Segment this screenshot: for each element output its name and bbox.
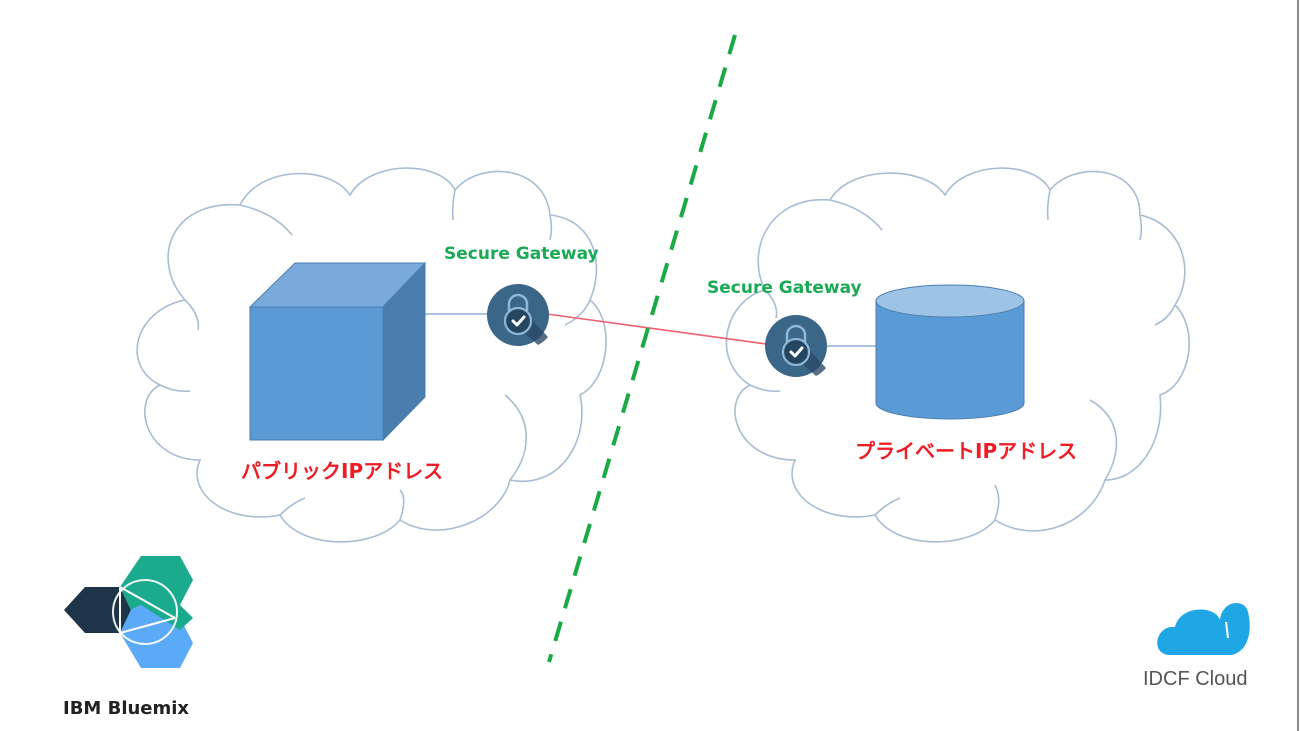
left-gateway-label: Secure Gateway (444, 244, 599, 264)
ibm-bluemix-logo-icon (64, 556, 193, 668)
idcf-cloud-label: IDCF Cloud (1143, 668, 1248, 690)
public-ip-label: パブリックIPアドレス (241, 459, 444, 483)
cube-server-icon (248, 261, 427, 442)
slide-right-border (1297, 0, 1299, 731)
secure-tunnel-line (546, 313, 767, 345)
right-gateway-label: Secure Gateway (707, 278, 862, 298)
private-ip-label: プライベートIPアドレス (855, 439, 1078, 463)
left-gateway-lock-icon[interactable] (487, 284, 549, 346)
database-cylinder-icon (875, 284, 1025, 420)
ibm-bluemix-label: IBM Bluemix (63, 698, 190, 719)
right-gateway-lock-icon[interactable] (765, 315, 827, 377)
network-boundary-divider (547, 34, 737, 663)
idcf-cloud-logo-icon (1157, 602, 1250, 655)
